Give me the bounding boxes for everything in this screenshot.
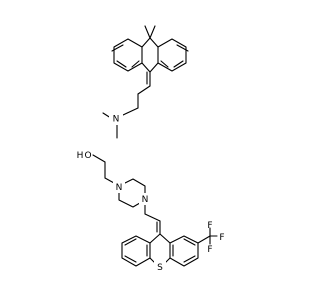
fluorine-atom-2: F bbox=[219, 233, 224, 243]
molecule-bottom-bonds bbox=[92, 154, 218, 267]
molecule-bottom: H O N N S F F F bbox=[77, 151, 225, 273]
oxygen-atom: O bbox=[84, 151, 91, 161]
fluorine-atom-1: F bbox=[207, 221, 212, 231]
nitrogen-atom: N bbox=[113, 115, 120, 125]
molecule-top-atoms: N bbox=[109, 112, 123, 125]
molecule-top: N bbox=[102, 25, 189, 139]
hydrogen-atom: H bbox=[77, 151, 84, 161]
fluorine-atom-3: F bbox=[207, 245, 212, 255]
structure-canvas: N bbox=[77, 25, 225, 273]
molecule-top-bonds bbox=[102, 25, 189, 139]
nitrogen-atom-2: N bbox=[142, 195, 149, 205]
structures-svg: N bbox=[77, 25, 225, 273]
sulfur-atom: S bbox=[157, 263, 163, 273]
nitrogen-atom-1: N bbox=[116, 183, 123, 193]
molecule-bottom-atoms: H O N N S F F F bbox=[77, 151, 225, 273]
